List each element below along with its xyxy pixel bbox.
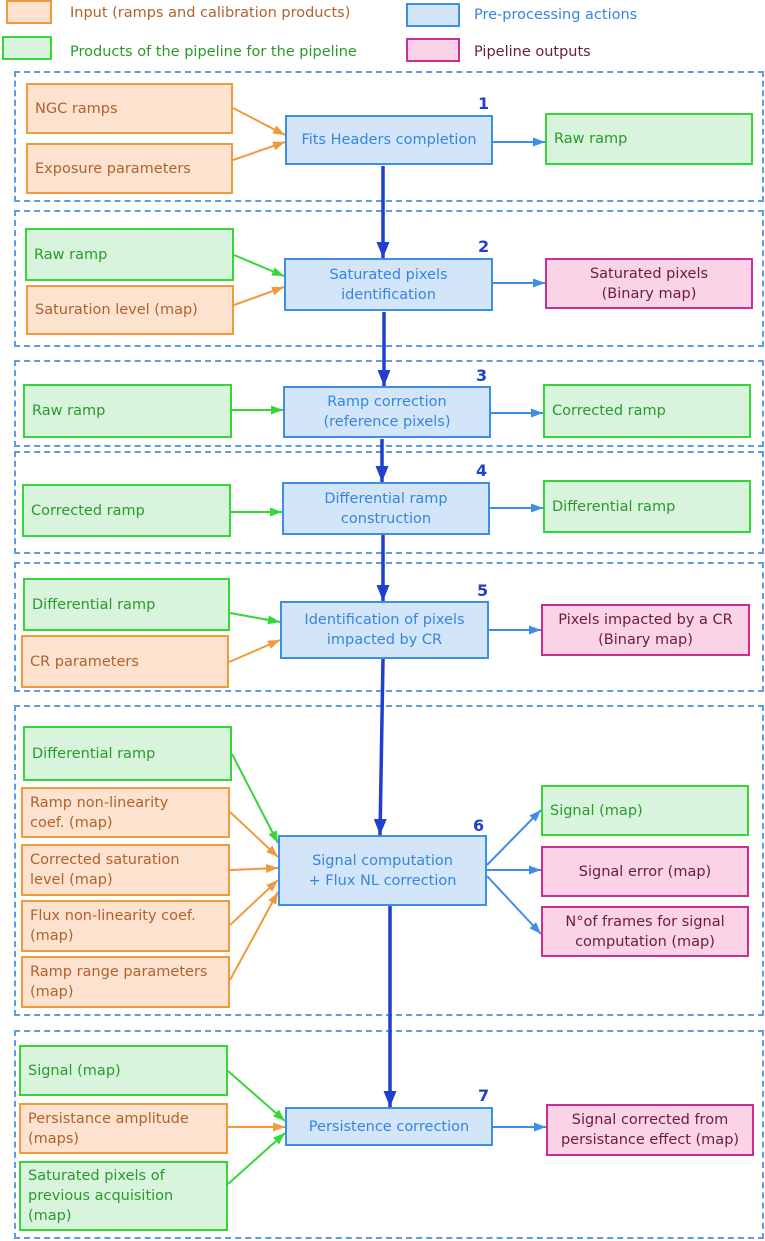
input-signal-map: Signal (map) xyxy=(19,1045,228,1096)
step-number-2: 2 xyxy=(478,237,490,256)
section-frame-5 xyxy=(14,562,764,692)
legend-preprocessing-label: Pre-processing actions xyxy=(474,7,638,23)
step-number-5: 5 xyxy=(477,581,489,600)
input-differential-ramp: Differential ramp xyxy=(23,578,230,631)
input-differential-ramp-step6: Differential ramp xyxy=(23,726,232,781)
input-raw-ramp: Raw ramp xyxy=(25,228,234,281)
step-number-4: 4 xyxy=(476,461,488,480)
action-signal-computation: Signal computation+ Flux NL correction xyxy=(278,835,487,906)
action-ramp-correction: Ramp correction(reference pixels) xyxy=(283,386,491,438)
input-ngc-ramps: NGC ramps xyxy=(26,83,233,134)
input-corrected-ramp: Corrected ramp xyxy=(22,484,231,537)
legend-products-swatch xyxy=(2,36,52,60)
legend-outputs-label: Pipeline outputs xyxy=(474,44,591,60)
step-number-1: 1 xyxy=(478,94,490,113)
output-saturated-pixels-binary-map: Saturated pixels(Binary map) xyxy=(545,258,753,309)
section-frame-3 xyxy=(14,360,764,447)
step-number-6: 6 xyxy=(473,816,485,835)
output-differential-ramp: Differential ramp xyxy=(543,480,751,533)
step-number-7: 7 xyxy=(478,1086,490,1105)
section-frame-2 xyxy=(14,210,764,347)
legend-input-label: Input (ramps and calibration products) xyxy=(70,5,351,21)
action-fits-headers-completion: Fits Headers completion xyxy=(285,115,493,165)
action-persistence-correction: Persistence correction xyxy=(285,1107,493,1146)
section-frame-4 xyxy=(14,451,764,554)
output-raw-ramp: Raw ramp xyxy=(545,113,753,165)
legend-preprocessing-swatch xyxy=(406,3,460,27)
input-raw-ramp-step3: Raw ramp xyxy=(23,384,232,438)
legend-input-swatch xyxy=(6,0,52,24)
input-flux-non-linearity-coef: Flux non-linearity coef.(map) xyxy=(21,900,230,952)
output-pixels-impacted-by-cr: Pixels impacted by a CR(Binary map) xyxy=(541,604,750,656)
legend-products-label: Products of the pipeline for the pipelin… xyxy=(70,44,357,60)
input-saturation-level-map: Saturation level (map) xyxy=(26,285,234,335)
legend-outputs-swatch xyxy=(406,38,460,62)
section-frame-1 xyxy=(14,71,764,202)
input-persistance-amplitude: Persistance amplitude(maps) xyxy=(19,1103,228,1154)
input-exposure-parameters: Exposure parameters xyxy=(26,143,233,194)
input-cr-parameters: CR parameters xyxy=(21,635,229,688)
output-signal-map: Signal (map) xyxy=(541,785,749,836)
step-number-3: 3 xyxy=(476,366,488,385)
input-ramp-range-parameters: Ramp range parameters(map) xyxy=(21,956,230,1008)
output-corrected-ramp: Corrected ramp xyxy=(543,384,751,438)
output-signal-error-map: Signal error (map) xyxy=(541,846,749,897)
